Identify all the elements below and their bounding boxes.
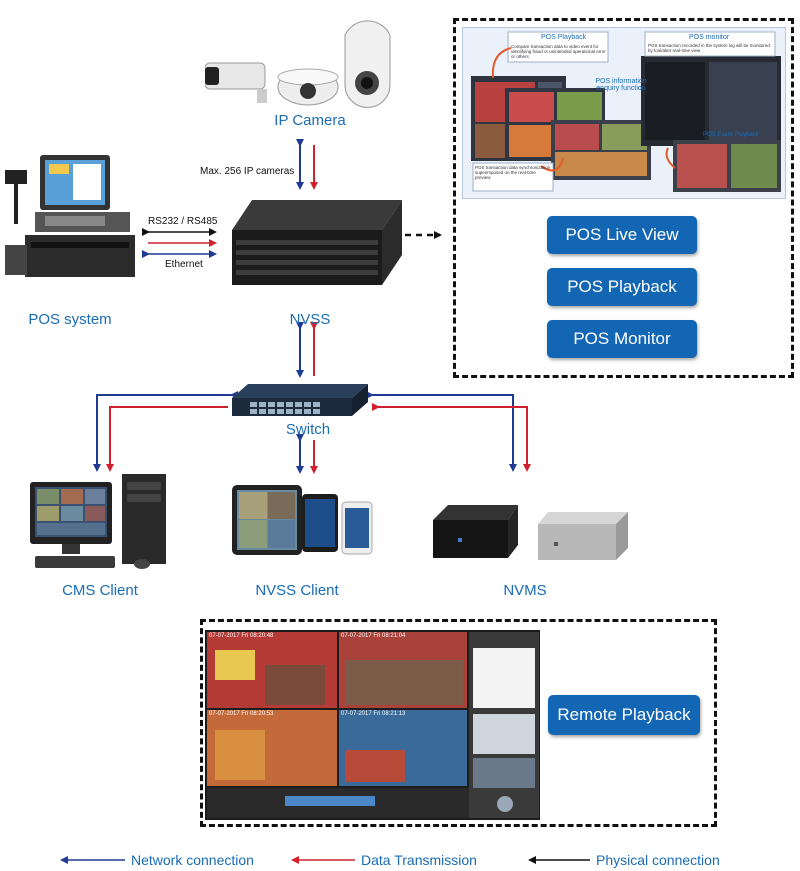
- cam1-timestamp: 07-07-2017 Fri 08:20:48: [209, 633, 274, 639]
- pos-playback-desc: Compare transaction data to video event …: [511, 44, 606, 59]
- switch-nvms-link: [366, 391, 531, 472]
- ip-camera-icon: [205, 20, 391, 108]
- switch-icon: [232, 384, 368, 416]
- switch-label: Switch: [285, 421, 331, 438]
- remote-playback-screenshot: 07-07-2017 Fri 08:20:48 07-07-2017 Fri 0…: [205, 630, 540, 820]
- pos-live-view-button[interactable]: POS Live View: [547, 216, 697, 254]
- pos-playback-caption: POS Playback: [541, 34, 587, 41]
- remote-playback-button[interactable]: Remote Playback: [548, 695, 700, 735]
- legend-data-label: Data Transmission: [361, 852, 477, 868]
- cms-client-label: CMS Client: [62, 582, 138, 599]
- nvms-label: NVMS: [503, 582, 547, 599]
- cam4-timestamp: 07-07-2017 Fri 08:21:13: [341, 711, 406, 717]
- cam3-timestamp: 07-07-2017 Fri 08:20:53: [209, 711, 274, 717]
- ip-camera-label: IP Camera: [274, 112, 346, 129]
- camera-nvss-link: [296, 139, 318, 190]
- switch-cms-link: [93, 391, 238, 472]
- ethernet-note: Ethernet: [165, 259, 203, 270]
- nvss-client-icon: [232, 485, 373, 555]
- nvss-label: NVSS: [289, 311, 331, 328]
- pos-monitor-button[interactable]: POS Monitor: [547, 320, 697, 358]
- pos-monitor-caption: POS monitor: [689, 34, 730, 41]
- remote-playback-panel: [200, 619, 717, 827]
- pos-system-label: POS system: [28, 311, 112, 328]
- pos-terminal-icon: [5, 155, 135, 277]
- nvms-server-icon: [433, 505, 628, 560]
- pos-features-panel: [453, 18, 794, 378]
- nvss-server-icon: [232, 200, 402, 285]
- pos-sync-desc: POS transaction data synchronization sup…: [475, 165, 551, 180]
- max-cameras-note: Max. 256 IP cameras: [200, 166, 295, 177]
- cam2-timestamp: 07-07-2017 Fri 08:21:04: [341, 633, 406, 639]
- pos-playback-button[interactable]: POS Playback: [547, 268, 697, 306]
- nvss-client-label: NVSS Client: [255, 582, 339, 599]
- switch-client-link: [296, 434, 318, 474]
- nvss-switch-link: [296, 322, 318, 378]
- pos-event-caption: POS Event Playback: [703, 132, 759, 138]
- pos-screenshot-collage: POS Playback Compare transaction data to…: [462, 27, 786, 199]
- legend-network-label: Network connection: [131, 852, 254, 868]
- pos-monitor-desc: POS transaction recorded in the system l…: [648, 43, 770, 53]
- pos-nvss-link: [142, 228, 217, 258]
- rs232-note: RS232 / RS485: [148, 216, 218, 227]
- legend-physical-label: Physical connection: [596, 852, 720, 868]
- pos-info-caption: POS information enquiry function: [595, 78, 647, 92]
- cms-client-icon: [30, 474, 166, 569]
